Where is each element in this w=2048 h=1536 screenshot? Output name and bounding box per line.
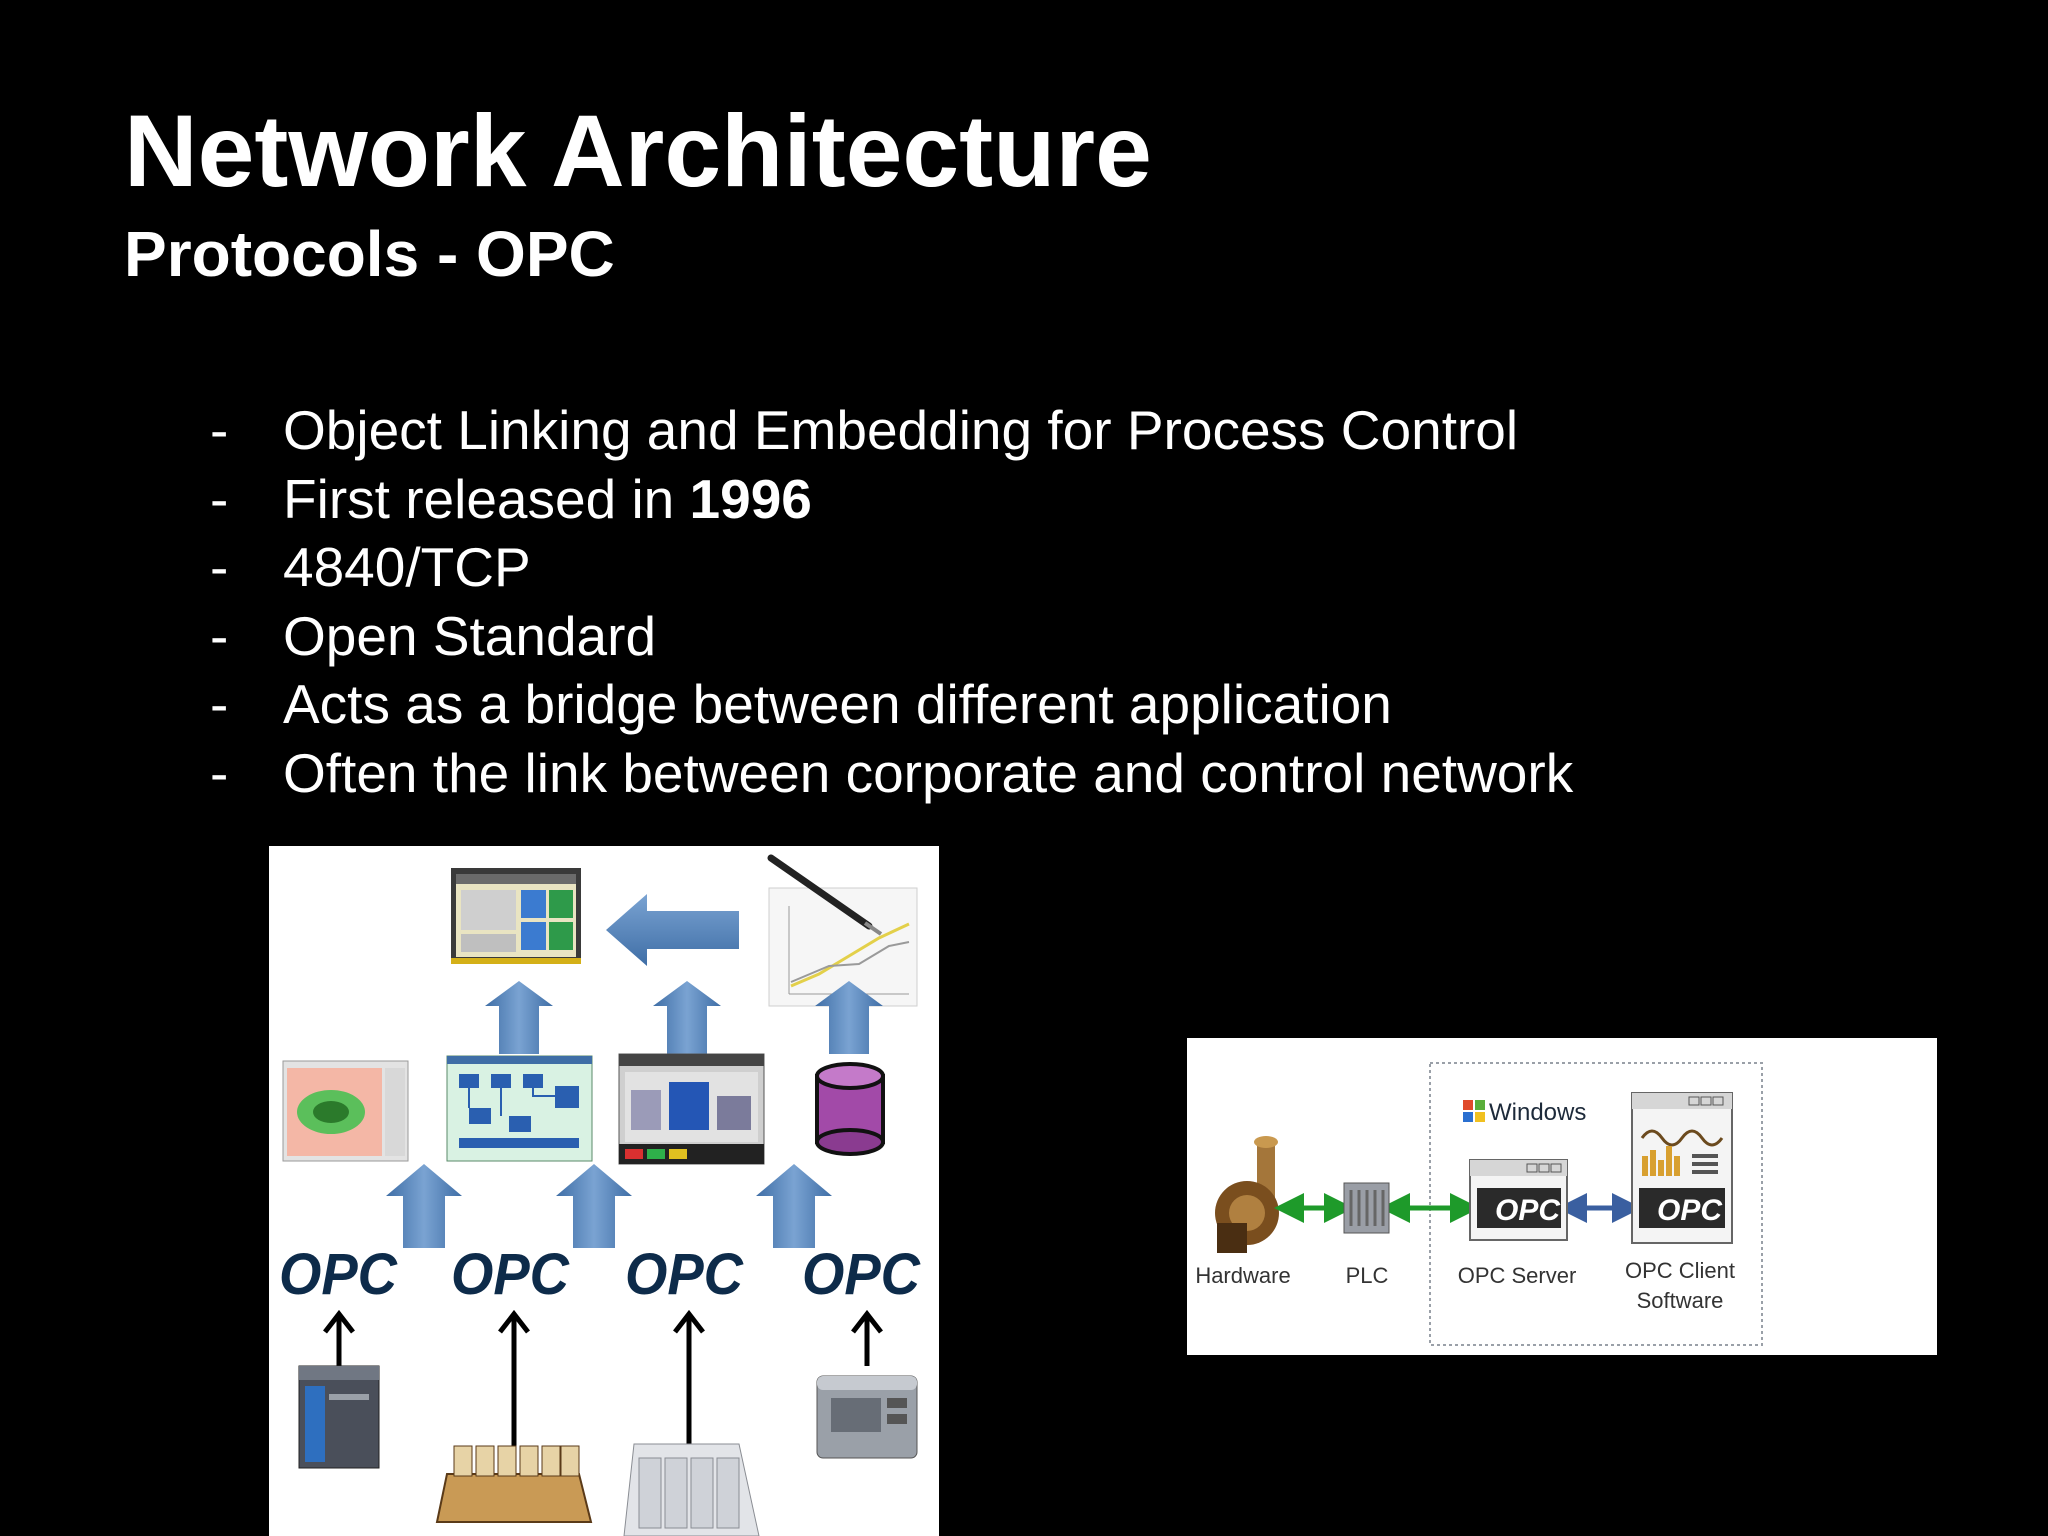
bullet-item: -Acts as a bridge between different appl… xyxy=(210,670,1573,739)
bullet-item: -Object Linking and Embedding for Proces… xyxy=(210,396,1573,465)
windows-label: Windows xyxy=(1489,1099,1586,1126)
up-arrow-icon xyxy=(653,981,721,1054)
up-arrow-icon xyxy=(386,1164,462,1248)
opc-client-window: OPC xyxy=(1631,1092,1733,1244)
bullet-dash: - xyxy=(210,604,229,667)
opc-client-label: OPC Client xyxy=(1625,1258,1735,1283)
device-arrows xyxy=(323,1309,883,1486)
up-arrow-icon xyxy=(556,1164,632,1248)
opc-server-window: OPC xyxy=(1469,1159,1568,1241)
bullet-text: Acts as a bridge between different appli… xyxy=(283,673,1392,735)
bullet-text: Object Linking and Embedding for Process… xyxy=(283,399,1519,461)
bullet-text: First released in xyxy=(283,467,690,530)
up-arrow-icon xyxy=(485,981,553,1054)
opc-logo: OPC xyxy=(802,1242,921,1307)
opc-logo: OPC xyxy=(451,1242,570,1307)
opc-data-flow-figure: Windows OPC xyxy=(1187,1038,1937,1355)
bullet-bold-year: 1996 xyxy=(689,467,812,530)
opc-logo: OPC xyxy=(279,1242,398,1307)
bullet-dash: - xyxy=(210,741,229,804)
windows-logo-icon xyxy=(1463,1100,1485,1122)
left-arrow-icon xyxy=(606,894,739,966)
up-arrow-icon xyxy=(815,981,883,1054)
opc-logo: OPC xyxy=(1495,1194,1561,1227)
plant-scada-screen-icon xyxy=(618,1053,765,1165)
dashboard-screen-icon xyxy=(451,868,581,964)
process-diagram-screen-icon xyxy=(446,1055,593,1162)
io-module-device-icon xyxy=(298,1365,380,1469)
bullet-item: -4840/TCP xyxy=(210,533,1573,602)
bullet-item: -Often the link between corporate and co… xyxy=(210,739,1573,808)
hardware-valve-icon xyxy=(1215,1136,1279,1253)
bullet-item: -First released in 1996 xyxy=(210,465,1573,534)
bullet-text: 4840/TCP xyxy=(283,536,531,598)
opc-server-label: OPC Server xyxy=(1458,1263,1577,1288)
bullet-dash: - xyxy=(210,399,229,461)
hardware-label: Hardware xyxy=(1195,1263,1290,1288)
bullet-dash: - xyxy=(210,536,229,598)
slide-subtitle: Protocols - OPC xyxy=(124,218,615,290)
rack-plc-device-icon xyxy=(623,1443,760,1536)
chart-pen-icon xyxy=(767,854,918,1007)
map-screen-icon xyxy=(282,1060,409,1162)
opc-architecture-figure: OPC OPC OPC OPC xyxy=(269,846,939,1536)
up-arrow-icon xyxy=(756,1164,832,1248)
bullet-list: -Object Linking and Embedding for Proces… xyxy=(210,396,1573,807)
plc-label: PLC xyxy=(1346,1263,1389,1288)
slide-title: Network Architecture xyxy=(124,94,1152,208)
opc-client-label-software: Software xyxy=(1637,1288,1724,1313)
terminal-block-device-icon xyxy=(435,1445,593,1523)
opc-logo: OPC xyxy=(625,1242,744,1307)
bullet-dash: - xyxy=(210,673,229,735)
bullet-text: Often the link between corporate and con… xyxy=(283,741,1574,804)
bullet-item: -Open Standard xyxy=(210,602,1573,671)
bullet-dash: - xyxy=(210,467,229,530)
database-icon xyxy=(815,1062,885,1156)
opc-logo: OPC xyxy=(1657,1194,1723,1227)
bullet-text: Open Standard xyxy=(283,604,657,667)
plc-icon xyxy=(1343,1182,1390,1234)
controller-box-device-icon xyxy=(816,1375,918,1459)
